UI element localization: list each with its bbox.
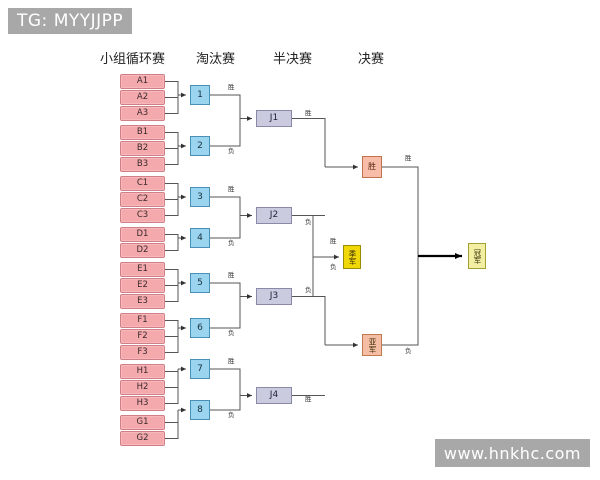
- edge-label-lose: 负: [405, 347, 412, 355]
- edge-label-lose: 负: [228, 147, 235, 155]
- team-box[interactable]: G2: [120, 431, 165, 446]
- elimination-match-box[interactable]: 8: [190, 400, 210, 420]
- edge-label-lose: 负: [330, 263, 337, 271]
- team-box[interactable]: E3: [120, 294, 165, 309]
- runner-up-box[interactable]: 亚军: [362, 334, 382, 356]
- stage-heading-semifinal: 半决赛: [273, 52, 313, 67]
- edge-label-win: 胜: [228, 83, 235, 91]
- edge-label-win: 胜: [330, 237, 337, 245]
- team-box[interactable]: C1: [120, 176, 165, 191]
- semifinal-match-box[interactable]: J3: [256, 288, 292, 305]
- team-box[interactable]: F2: [120, 329, 165, 344]
- edge-label-win: 胜: [405, 154, 412, 162]
- team-box[interactable]: A3: [120, 106, 165, 121]
- edge-label-lose: 负: [305, 218, 312, 226]
- team-box[interactable]: F1: [120, 313, 165, 328]
- team-box[interactable]: B3: [120, 157, 165, 172]
- team-box[interactable]: B1: [120, 125, 165, 140]
- team-box[interactable]: E2: [120, 278, 165, 293]
- team-box[interactable]: H2: [120, 380, 165, 395]
- team-box[interactable]: F3: [120, 345, 165, 360]
- third-place-label: 季军: [347, 249, 357, 265]
- team-box[interactable]: C2: [120, 192, 165, 207]
- elimination-match-box[interactable]: 3: [190, 187, 210, 207]
- edge-label-win: 胜: [228, 357, 235, 365]
- watermark-top-left: TG: MYYJJPP: [8, 8, 133, 34]
- team-box[interactable]: G1: [120, 415, 165, 430]
- elimination-match-box[interactable]: 1: [190, 85, 210, 105]
- team-box[interactable]: B2: [120, 141, 165, 156]
- semifinal-match-box[interactable]: J1: [256, 110, 292, 127]
- elimination-match-box[interactable]: 5: [190, 273, 210, 293]
- team-box[interactable]: D2: [120, 243, 165, 258]
- elimination-match-box[interactable]: 6: [190, 318, 210, 338]
- edge-label-win: 胜: [228, 271, 235, 279]
- elimination-match-box[interactable]: 7: [190, 359, 210, 379]
- edge-label-lose: 负: [305, 286, 312, 294]
- final-winner-box[interactable]: 胜: [362, 156, 382, 178]
- edge-label-lose: 负: [228, 329, 235, 337]
- edge-label-lose: 负: [228, 239, 235, 247]
- third-place-box[interactable]: 季军: [343, 245, 361, 269]
- team-box[interactable]: D1: [120, 227, 165, 242]
- team-box[interactable]: A1: [120, 74, 165, 89]
- stage-heading-group: 小组循环赛: [100, 52, 166, 67]
- team-box[interactable]: A2: [120, 90, 165, 105]
- team-box[interactable]: H3: [120, 396, 165, 411]
- team-box[interactable]: C3: [120, 208, 165, 223]
- edge-label-win: 胜: [228, 185, 235, 193]
- team-box[interactable]: E1: [120, 262, 165, 277]
- runner-up-label: 亚军: [367, 337, 377, 353]
- stage-heading-elimination: 淘汰赛: [196, 52, 236, 67]
- semifinal-match-box[interactable]: J4: [256, 387, 292, 404]
- elimination-match-box[interactable]: 4: [190, 228, 210, 248]
- watermark-bottom-right: www.hnkhc.com: [434, 439, 590, 467]
- elimination-match-box[interactable]: 2: [190, 136, 210, 156]
- champion-box[interactable]: 冠军: [468, 243, 486, 269]
- champion-label: 冠军: [472, 248, 482, 264]
- edge-label-win: 胜: [305, 109, 312, 117]
- edge-label-lose: 负: [228, 411, 235, 419]
- team-box[interactable]: H1: [120, 364, 165, 379]
- semifinal-match-box[interactable]: J2: [256, 207, 292, 224]
- stage-heading-final: 决赛: [358, 52, 385, 67]
- edge-label-win: 胜: [305, 395, 312, 403]
